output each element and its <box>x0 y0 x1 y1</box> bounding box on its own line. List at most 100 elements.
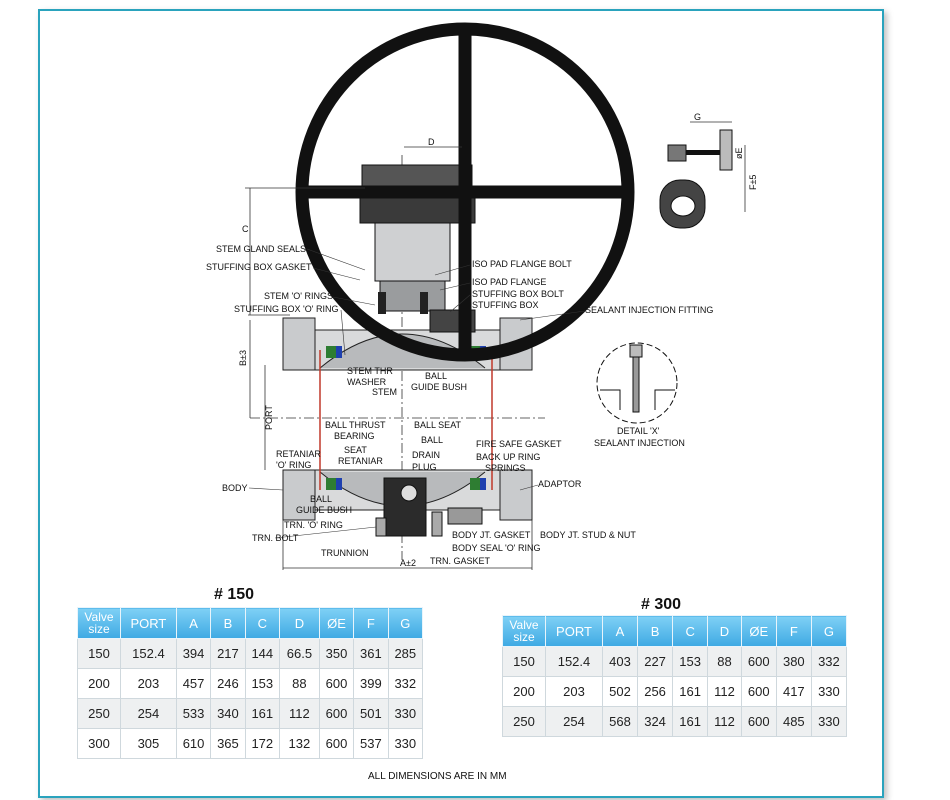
label-stuffing-box-o-ring: STUFFING BOX 'O' RING <box>234 304 338 314</box>
table-cell: 305 <box>120 728 177 759</box>
label-ball-top: BALL <box>425 371 447 381</box>
table-cell: 152.4 <box>545 646 603 677</box>
label-iso-pad-flange: ISO PAD FLANGE <box>472 277 546 287</box>
label-retaniar-o-ring-1: RETANIAR <box>276 449 321 459</box>
label-guide-bush-bottom: GUIDE BUSH <box>296 505 352 515</box>
detail-x-sealant-injection <box>596 342 678 424</box>
dimension-b: B±3 <box>238 350 248 366</box>
label-stuffing-box-gasket: STUFFING BOX GASKET <box>206 262 312 272</box>
label-ball-thrust: BALL THRUST <box>325 420 386 430</box>
label-trn-bolt: TRN. BOLT <box>252 533 299 543</box>
table-cell: 172 <box>244 728 280 759</box>
dimension-f: F±5 <box>748 175 758 190</box>
table-cell: 227 <box>637 646 674 677</box>
label-springs: SPRINGS <box>485 463 526 473</box>
table-cell: 254 <box>120 698 177 729</box>
table-cell: 330 <box>810 706 848 737</box>
column-header: G <box>387 607 424 639</box>
column-header: C <box>244 607 280 639</box>
table-cell: 250 <box>502 706 546 737</box>
table-cell: 203 <box>120 668 177 699</box>
column-header: B <box>210 607 246 639</box>
valve-body <box>282 317 533 537</box>
table-cell: 161 <box>672 676 709 707</box>
label-drain: DRAIN <box>412 450 440 460</box>
column-header: C <box>672 615 709 647</box>
table-cell: 200 <box>77 668 121 699</box>
column-header: B <box>637 615 674 647</box>
table-cell: 600 <box>740 706 777 737</box>
label-body-jt-stud-nut: BODY JT. STUD & NUT <box>540 530 636 540</box>
table-cell: 254 <box>545 706 603 737</box>
label-fire-safe-gasket: FIRE SAFE GASKET <box>476 439 562 449</box>
table-cell: 332 <box>810 646 848 677</box>
table-cell: 285 <box>387 638 424 669</box>
table-cell: 132 <box>278 728 320 759</box>
table-cell: 485 <box>775 706 812 737</box>
column-header: Valve size <box>77 607 121 639</box>
table-cell: 112 <box>707 676 742 707</box>
dimension-c: C <box>242 224 249 234</box>
label-ball-bottom: BALL <box>310 494 332 504</box>
label-trn-gasket: TRN. GASKET <box>430 556 491 566</box>
table-cell: 537 <box>353 728 389 759</box>
column-header: A <box>601 615 639 647</box>
label-stem-gland-seals: STEM GLAND SEALS <box>216 244 306 254</box>
handwheel <box>295 22 635 362</box>
table-cell: 330 <box>810 676 848 707</box>
column-header: F <box>775 615 812 647</box>
table-cell: 150 <box>77 638 121 669</box>
column-header: Valve size <box>502 615 546 647</box>
table-cell: 394 <box>175 638 212 669</box>
label-body: BODY <box>222 483 248 493</box>
column-header: A <box>175 607 212 639</box>
column-header: ØE <box>318 607 355 639</box>
label-bearing: BEARING <box>334 431 375 441</box>
table-cell: 502 <box>601 676 639 707</box>
label-retaniar-o-ring-2: 'O' RING <box>276 460 311 470</box>
label-body-jt-gasket: BODY JT. GASKET <box>452 530 531 540</box>
table-cell: 417 <box>775 676 812 707</box>
table-cell: 153 <box>672 646 709 677</box>
label-ball-seat: BALL SEAT <box>414 420 462 430</box>
table-cell: 350 <box>318 638 355 669</box>
column-header: D <box>278 607 320 639</box>
dimension-g: G <box>694 112 701 122</box>
table-cell: 361 <box>353 638 389 669</box>
column-header: ØE <box>740 615 777 647</box>
table-cell: 200 <box>502 676 546 707</box>
label-back-up-ring: BACK UP RING <box>476 452 540 462</box>
table-cell: 610 <box>175 728 212 759</box>
table-cell: 600 <box>740 676 777 707</box>
column-header: F <box>353 607 389 639</box>
label-body-seal-o-ring: BODY SEAL 'O' RING <box>452 543 540 553</box>
table-cell: 600 <box>318 668 355 699</box>
table-cell: 600 <box>318 728 355 759</box>
table-cell: 88 <box>707 646 742 677</box>
dimension-e: øE <box>734 147 744 159</box>
dimension-lines <box>245 146 533 570</box>
leader-lines <box>248 248 586 539</box>
table-cell: 380 <box>775 646 812 677</box>
table-cell: 600 <box>740 646 777 677</box>
stud-detail <box>659 121 746 229</box>
table-cell: 144 <box>244 638 280 669</box>
label-stem-thr: STEM THR <box>347 366 393 376</box>
dimension-port: PORT <box>264 405 274 430</box>
column-header: D <box>707 615 742 647</box>
footer-note: ALL DIMENSIONS ARE IN MM <box>368 771 507 782</box>
table-cell: 66.5 <box>278 638 320 669</box>
table-cell: 533 <box>175 698 212 729</box>
table-cell: 340 <box>210 698 246 729</box>
label-stuffing-box-bolt: STUFFING BOX BOLT <box>472 289 564 299</box>
label-sealant-injection: SEALANT INJECTION <box>594 438 685 448</box>
label-stuffing-box: STUFFING BOX <box>472 300 539 310</box>
